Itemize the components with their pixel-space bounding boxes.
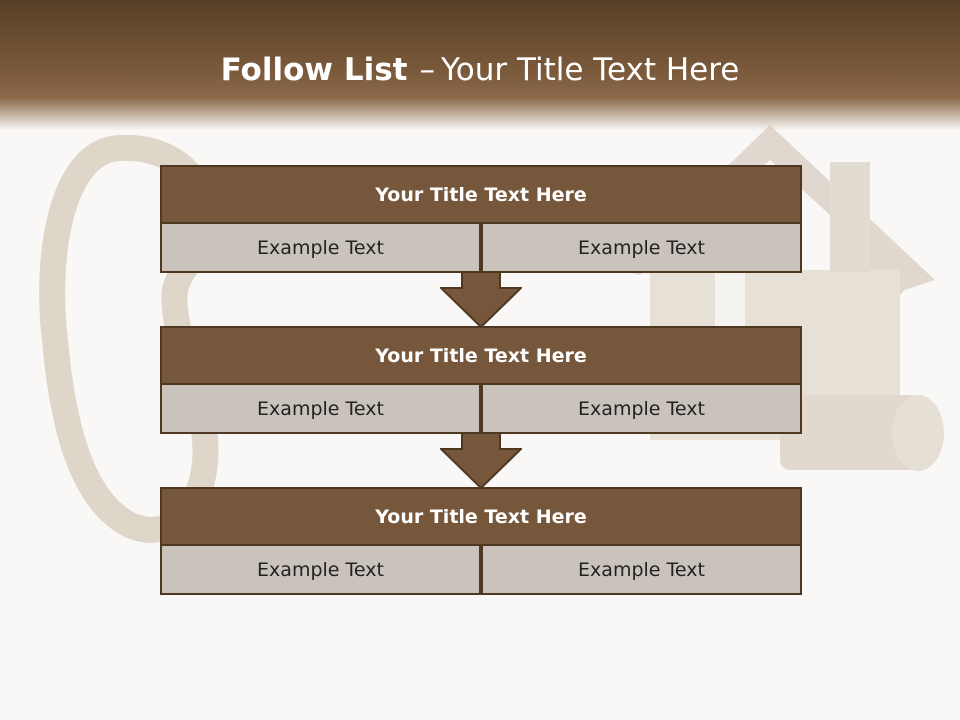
step-title-1: Your Title Text Here <box>160 165 802 224</box>
step-title-3: Your Title Text Here <box>160 487 802 546</box>
step-3-left-cell: Example Text <box>160 544 481 595</box>
step-title-2: Your Title Text Here <box>160 326 802 385</box>
step-1-left-cell: Example Text <box>160 222 481 273</box>
step-block-2: Your Title Text Here Example Text Exampl… <box>160 326 802 434</box>
step-1-right-cell: Example Text <box>481 222 802 273</box>
step-block-1: Your Title Text Here Example Text Exampl… <box>160 165 802 273</box>
step-2-right-cell: Example Text <box>481 383 802 434</box>
step-3-right-cell: Example Text <box>481 544 802 595</box>
slide-title: Follow List–Your Title Text Here <box>0 52 960 88</box>
slide-title-separator: – <box>419 52 435 88</box>
step-2-left-cell: Example Text <box>160 383 481 434</box>
header-band <box>0 0 960 130</box>
down-arrow-icon-1 <box>440 271 522 329</box>
slide-title-rest: Your Title Text Here <box>440 52 740 88</box>
slide-title-bold: Follow List <box>220 52 408 88</box>
down-arrow-icon-2 <box>440 432 522 490</box>
step-block-3: Your Title Text Here Example Text Exampl… <box>160 487 802 595</box>
